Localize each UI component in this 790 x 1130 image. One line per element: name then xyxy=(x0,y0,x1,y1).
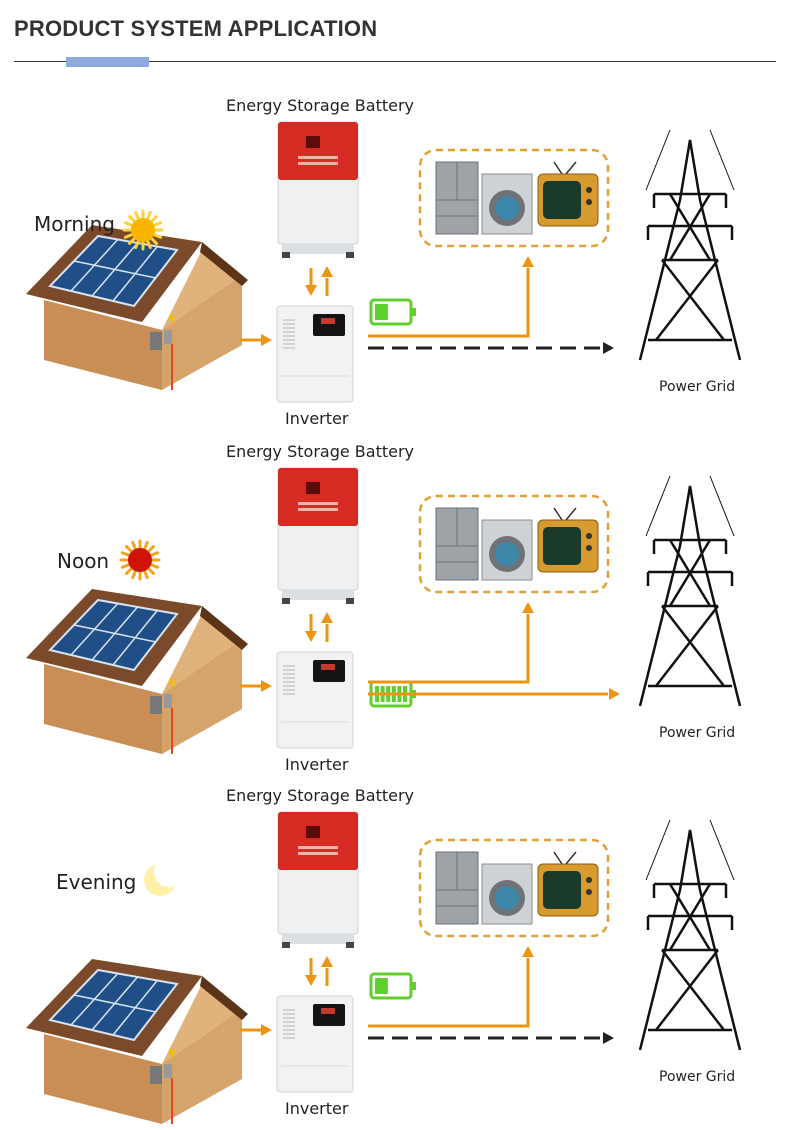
moon-icon xyxy=(144,857,184,896)
solar-panel-array xyxy=(48,968,179,1042)
washing-machine-icon xyxy=(481,519,533,581)
time-of-day-label: Morning xyxy=(34,212,115,236)
inverter-unit xyxy=(276,651,354,749)
home-appliances-group xyxy=(418,838,610,938)
power-grid-tower-icon xyxy=(638,129,742,361)
time-of-day-label: Noon xyxy=(57,549,110,573)
television-icon xyxy=(537,851,599,917)
time-of-day-label: Evening xyxy=(56,870,137,894)
inverter-label: Inverter xyxy=(285,1099,349,1118)
refrigerator-icon xyxy=(435,507,479,581)
meter-box xyxy=(150,696,162,714)
energy-storage-battery xyxy=(277,467,359,604)
energy-flow-arrows xyxy=(240,602,620,700)
television-icon xyxy=(537,507,599,573)
power-grid-tower-icon xyxy=(638,475,742,707)
solar-panel-array xyxy=(48,234,179,308)
page-title: PRODUCT SYSTEM APPLICATION xyxy=(14,16,378,41)
house-with-solar-panels xyxy=(26,589,248,754)
meter-box xyxy=(150,332,162,350)
television-icon xyxy=(537,161,599,227)
battery-label: Energy Storage Battery xyxy=(226,442,415,461)
meter-box xyxy=(150,1066,162,1084)
inverter-label: Inverter xyxy=(285,409,349,428)
refrigerator-icon xyxy=(435,161,479,235)
sun-red-icon xyxy=(119,539,161,581)
washing-machine-icon xyxy=(481,863,533,925)
house-with-solar-panels xyxy=(26,959,248,1124)
power-grid-label: Power Grid xyxy=(659,379,736,395)
power-grid-tower-icon xyxy=(638,819,742,1051)
inverter-unit xyxy=(276,995,354,1093)
energy-flow-arrows xyxy=(240,946,614,1044)
washing-machine-icon xyxy=(481,173,533,235)
solar-panel-array xyxy=(48,598,179,672)
sun-icon xyxy=(122,209,164,251)
refrigerator-icon xyxy=(435,851,479,925)
battery-charge-indicator xyxy=(369,972,416,1000)
power-grid-label: Power Grid xyxy=(659,1069,736,1085)
power-grid-label: Power Grid xyxy=(659,725,736,741)
title-accent-bar xyxy=(66,57,149,67)
energy-storage-battery xyxy=(277,121,359,258)
home-appliances-group xyxy=(418,148,610,248)
energy-flow-arrows xyxy=(240,256,614,354)
inverter-label: Inverter xyxy=(285,755,349,774)
home-appliances-group xyxy=(418,494,610,594)
battery-label: Energy Storage Battery xyxy=(226,96,415,115)
energy-storage-battery xyxy=(277,811,359,948)
battery-charge-indicator xyxy=(369,298,416,326)
inverter-unit xyxy=(276,305,354,403)
house-with-solar-panels xyxy=(26,225,248,390)
battery-label: Energy Storage Battery xyxy=(226,786,415,805)
title-divider xyxy=(14,61,776,62)
